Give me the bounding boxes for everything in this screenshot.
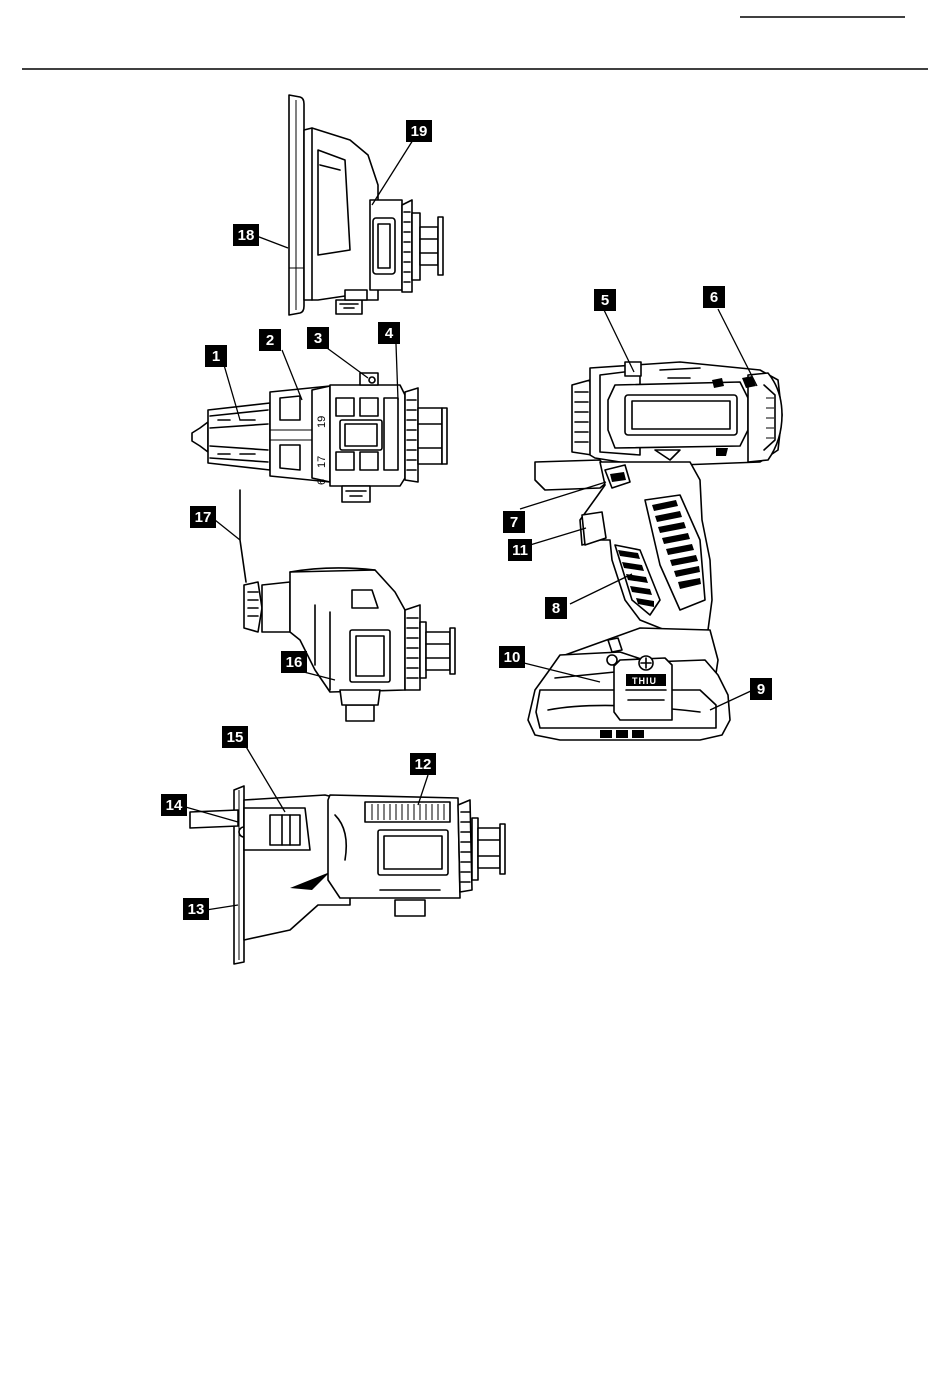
callout-15-text: 15 — [227, 729, 244, 746]
callout-17: 17 — [190, 506, 216, 528]
callout-9-text: 9 — [757, 681, 765, 698]
scale-mark-6: 6 — [316, 479, 328, 485]
callout-4-text: 4 — [385, 325, 394, 342]
callout-3-text: 3 — [314, 330, 322, 347]
drill-body: THIU — [528, 362, 782, 740]
callout-2-text: 2 — [266, 332, 274, 349]
battery-logo: THIU — [632, 676, 657, 686]
callout-11-text: 11 — [512, 542, 528, 559]
scale-mark-19: 19 — [316, 416, 328, 428]
callout-9: 9 — [750, 678, 772, 700]
callout-7-text: 7 — [510, 514, 518, 531]
callout-10-text: 10 — [504, 649, 521, 666]
scale-mark-17: 17 — [316, 456, 328, 468]
callout-19: 19 — [406, 120, 432, 142]
callout-3: 3 — [307, 327, 329, 349]
callout-15: 15 — [222, 726, 248, 748]
callout-14-text: 14 — [166, 797, 183, 814]
callout-17-text: 17 — [195, 509, 212, 526]
jigsaw-attachment — [190, 786, 505, 964]
callout-11: 11 — [508, 539, 532, 561]
drill-chuck-attachment: 19 17 6 — [192, 373, 447, 502]
callout-18: 18 — [233, 224, 259, 246]
callout-14: 14 — [161, 794, 187, 816]
callout-6-text: 6 — [710, 289, 718, 306]
multi-cutter-attachment — [240, 490, 455, 721]
callout-5-text: 5 — [601, 292, 609, 309]
callout-8: 8 — [545, 597, 567, 619]
callout-13: 13 — [183, 898, 209, 920]
callout-8-text: 8 — [552, 600, 560, 617]
callout-18-text: 18 — [238, 227, 255, 244]
callout-16: 16 — [281, 651, 307, 673]
callout-1: 1 — [205, 345, 227, 367]
callout-13-text: 13 — [188, 901, 205, 918]
callout-10: 10 — [499, 646, 525, 668]
callout-12-text: 12 — [415, 756, 432, 773]
callout-4: 4 — [378, 322, 400, 344]
callout-7: 7 — [503, 511, 525, 533]
callout-5: 5 — [594, 289, 616, 311]
callout-1-text: 1 — [212, 348, 220, 365]
callout-16-text: 16 — [286, 654, 303, 671]
callout-19-text: 19 — [411, 123, 428, 140]
callout-6: 6 — [703, 286, 725, 308]
callout-2: 2 — [259, 329, 281, 351]
callout-12: 12 — [410, 753, 436, 775]
